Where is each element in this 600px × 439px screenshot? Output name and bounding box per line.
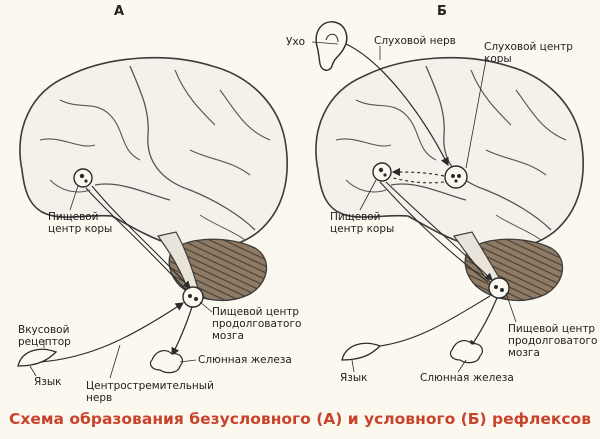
tongue-b xyxy=(341,342,382,361)
label-salivary-gland-b: Слюнная железа xyxy=(420,372,514,384)
medulla-food-center-a xyxy=(182,286,204,308)
panel-b-letter: Б xyxy=(437,4,447,19)
auditory-nerve-b xyxy=(345,43,449,167)
salivary-gland-a xyxy=(149,350,184,374)
afferent-nerve-a xyxy=(39,302,185,363)
panel-a-letter: А xyxy=(114,4,125,19)
label-auditory-nerve-b: Слуховой нерв xyxy=(374,35,456,47)
tongue-a xyxy=(17,348,58,367)
label-salivary-gland-a: Слюнная железа xyxy=(198,354,292,366)
efferent-nerve-a xyxy=(171,306,193,357)
panel-b xyxy=(311,21,584,373)
cortex-to-medulla-path-a xyxy=(85,187,187,291)
label-tongue-b: Язык xyxy=(340,372,368,384)
cortex-to-medulla-path-b xyxy=(385,181,493,281)
label-ear-b: Ухо xyxy=(286,36,306,48)
salivary-gland-b xyxy=(449,340,484,364)
label-medulla-food-center-a: Пищевой центр продолговатого мозга xyxy=(212,306,302,342)
label-taste-receptor-a: Вкусовой рецептор xyxy=(18,324,71,348)
label-tongue-a: Язык xyxy=(34,376,62,388)
temporary-connection-b xyxy=(391,167,445,177)
medulla-food-center-b xyxy=(488,277,510,299)
label-afferent-nerve-a: Центростремительный нерв xyxy=(86,380,214,404)
cortex-food-center-a xyxy=(73,168,93,188)
label-cortex-food-center-a: Пищевой центр коры xyxy=(48,211,113,235)
panel-a xyxy=(17,56,288,379)
ear-b xyxy=(315,21,348,71)
label-cortex-food-center-b: Пищевой центр коры xyxy=(330,211,395,235)
cortex-food-center-b xyxy=(372,162,392,182)
label-auditory-center-b: Слуховой центр коры xyxy=(484,41,573,65)
label-medulla-food-center-b: Пищевой центр продолговатого мозга xyxy=(508,323,598,359)
figure-caption: Схема образования безусловного (А) и усл… xyxy=(8,410,592,428)
auditory-cortex-center-b xyxy=(444,165,468,189)
